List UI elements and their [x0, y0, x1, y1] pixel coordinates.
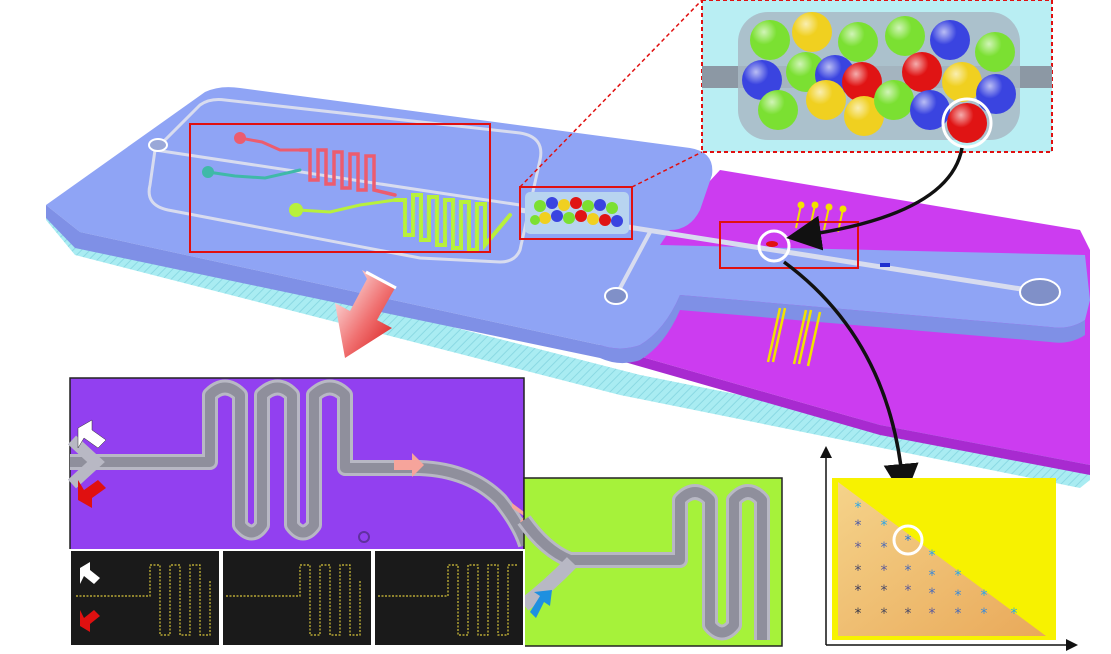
mixer-pattern — [202, 132, 512, 252]
loop-channel — [147, 98, 543, 264]
curved-arrow-icon — [786, 147, 964, 251]
svg-text:*: * — [955, 606, 962, 622]
svg-text:*: * — [881, 540, 888, 556]
svg-text:*: * — [905, 533, 912, 549]
red-arrow-icon — [80, 610, 100, 632]
white-arrow-icon — [77, 419, 107, 449]
svg-text:*: * — [881, 583, 888, 599]
svg-text:*: * — [881, 563, 888, 579]
svg-text:*: * — [981, 606, 988, 622]
blue-arrow-icon — [530, 590, 552, 618]
chip — [46, 87, 1090, 488]
svg-text:*: * — [855, 500, 862, 516]
droplet — [766, 241, 778, 247]
svg-text:*: * — [929, 606, 936, 622]
bead-chamber-small — [525, 192, 629, 234]
svg-text:*: * — [855, 583, 862, 599]
bead-cluster-large — [742, 12, 1016, 143]
bead-cluster-small — [530, 197, 623, 227]
svg-text:*: * — [929, 568, 936, 584]
inlet-hole — [148, 138, 168, 152]
svg-text:*: * — [955, 568, 962, 584]
fluorescence-strip — [69, 549, 525, 647]
micrograph-purple — [67, 377, 536, 551]
pink-arrow-icon — [394, 453, 424, 477]
selected-bead-circle — [941, 97, 993, 149]
bead-highlight-box — [519, 186, 633, 240]
svg-text:*: * — [905, 583, 912, 599]
svg-text:*: * — [905, 606, 912, 622]
bead-zoom-inset — [519, 0, 1053, 188]
curved-arrow-icon — [782, 260, 919, 499]
selected-point-circle — [892, 524, 924, 556]
svg-text:*: * — [929, 548, 936, 564]
plot-region — [838, 482, 1046, 636]
svg-text:*: * — [855, 518, 862, 534]
svg-text:*: * — [855, 563, 862, 579]
outlet-hole-1 — [604, 287, 628, 305]
down-arrow-gradient-icon — [335, 270, 397, 358]
svg-text:*: * — [855, 540, 862, 556]
svg-text:*: * — [881, 606, 888, 622]
plot-markers: * * * * * * * * * * * * * * * * * * * * … — [855, 500, 1018, 622]
svg-text:*: * — [955, 588, 962, 604]
svg-text:*: * — [855, 606, 862, 622]
electrodes-bottom — [766, 307, 822, 367]
svg-text:*: * — [981, 588, 988, 604]
mixer-highlight-box — [189, 123, 491, 253]
micrograph-green — [517, 477, 783, 647]
red-arrow-icon — [78, 480, 106, 508]
white-arrow-icon — [80, 562, 100, 584]
phase-plot: * * * * * * * * * * * * * * * * * * * * … — [820, 446, 1078, 651]
svg-text:*: * — [1011, 606, 1018, 622]
outlet-channel — [616, 231, 652, 293]
svg-text:*: * — [881, 518, 888, 534]
outlet-hole-2 — [1019, 278, 1061, 306]
svg-text:*: * — [905, 563, 912, 579]
svg-text:*: * — [929, 586, 936, 602]
